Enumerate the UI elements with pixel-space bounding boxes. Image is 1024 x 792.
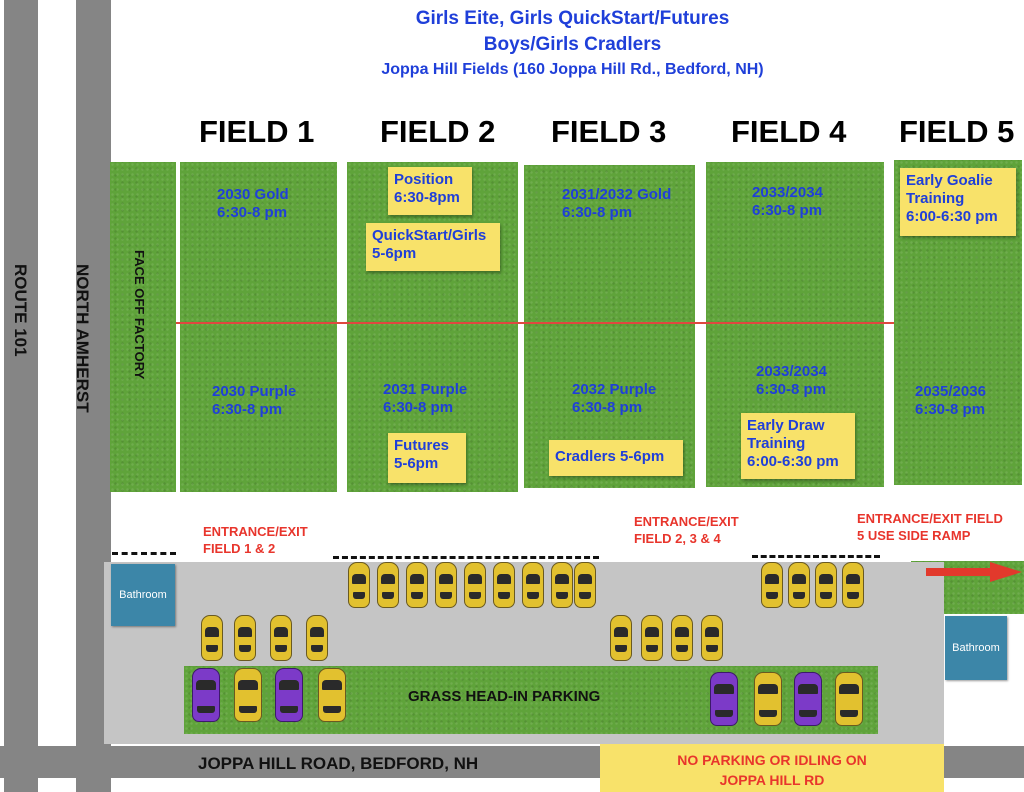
field-5-bottom-session: 2035/2036 6:30-8 pm (915, 383, 986, 418)
north-amherst-label: NORTH AMHERST (73, 264, 92, 413)
map-title-line3: Joppa Hill Fields (160 Joppa Hill Rd., B… (381, 61, 764, 78)
parked-car (318, 668, 346, 722)
field-4-bottom-session: 2033/2034 6:30-8 pm (756, 363, 827, 398)
parked-car-purple (794, 672, 822, 726)
face-off-factory-label: FACE OFF FACTORY (132, 250, 147, 380)
entrance-field-2-3-4-label: ENTRANCE/EXIT FIELD 2, 3 & 4 (634, 514, 739, 546)
parked-car (270, 615, 292, 661)
field-1-bottom-session: 2030 Purple 6:30-8 pm (212, 383, 297, 418)
parked-car (761, 562, 783, 608)
map-title-line2: Boys/Girls Cradlers (483, 34, 662, 55)
parked-car (551, 562, 573, 608)
field-5-arrow-icon (926, 562, 1022, 582)
parked-car (377, 562, 399, 608)
grass-parking-label: GRASS HEAD-IN PARKING (408, 688, 601, 705)
field-3-top-session: 2031/2032 Gold 6:30-8 pm (562, 186, 672, 221)
parked-car (835, 672, 863, 726)
field-3-title: FIELD 3 (551, 114, 667, 149)
bathroom-1: Bathroom (111, 564, 175, 626)
parked-car (348, 562, 370, 608)
parked-car-purple (275, 668, 303, 722)
parked-car (754, 672, 782, 726)
entrance-line-3 (752, 555, 880, 558)
face-off-factory-area (110, 162, 176, 492)
field-4-top-session: 2033/2034 6:30-8 pm (752, 184, 823, 219)
entrance-line-2 (333, 556, 599, 559)
field-2-futures-note: Futures 5-6pm (388, 433, 466, 483)
parked-car-purple (192, 668, 220, 722)
midfield-line (176, 322, 894, 324)
parked-car (788, 562, 810, 608)
field-3 (524, 165, 695, 488)
parked-car (406, 562, 428, 608)
field-4-early-draw-note: Early Draw Training 6:00-6:30 pm (741, 413, 855, 479)
map-title-line1: Girls Eite, Girls QuickStart/Futures (415, 8, 730, 29)
field-2-title: FIELD 2 (380, 114, 496, 149)
parked-car (522, 562, 544, 608)
field-5-title: FIELD 5 (899, 114, 1015, 149)
field-1-top-session: 2030 Gold 6:30-8 pm (217, 186, 289, 221)
parked-car (201, 615, 223, 661)
parked-car (641, 615, 663, 661)
parked-car (842, 562, 864, 608)
bathroom-2: Bathroom (945, 616, 1007, 680)
no-parking-notice-text: NO PARKING OR IDLING ON JOPPA HILL RD (677, 752, 867, 788)
field-2-position-note: Position 6:30-8pm (388, 167, 472, 215)
field-3-cradlers-note: Cradlers 5-6pm (549, 440, 683, 476)
parked-car (435, 562, 457, 608)
field-1 (180, 162, 337, 492)
entrance-line-1 (112, 552, 176, 555)
parking-ramp (878, 562, 912, 614)
field-3-bottom-session: 2032 Purple 6:30-8 pm (572, 381, 657, 416)
parked-car (306, 615, 328, 661)
parked-car (493, 562, 515, 608)
parked-car (815, 562, 837, 608)
field-5-early-goalie-note: Early Goalie Training 6:00-6:30 pm (900, 168, 1016, 236)
parked-car (671, 615, 693, 661)
route-101-label: ROUTE 101 (11, 264, 30, 357)
entrance-field-5-label: ENTRANCE/EXIT FIELD 5 USE SIDE RAMP (857, 511, 1003, 543)
joppa-hill-road-label: JOPPA HILL ROAD, BEDFORD, NH (198, 754, 479, 773)
field-4-title: FIELD 4 (731, 114, 847, 149)
field-2-quickstart-note: QuickStart/Girls 5-6pm (366, 223, 500, 271)
parked-car-purple (710, 672, 738, 726)
parked-car (234, 615, 256, 661)
entrance-field-1-2-label: ENTRANCE/EXIT FIELD 1 & 2 (203, 524, 308, 556)
parked-car (464, 562, 486, 608)
route-101-road (4, 0, 38, 792)
parked-car (234, 668, 262, 722)
field-1-title: FIELD 1 (199, 114, 315, 149)
parked-car (574, 562, 596, 608)
parked-car (610, 615, 632, 661)
field-2-bottom-session: 2031 Purple 6:30-8 pm (383, 381, 468, 416)
parked-car (701, 615, 723, 661)
no-parking-notice (600, 744, 944, 792)
